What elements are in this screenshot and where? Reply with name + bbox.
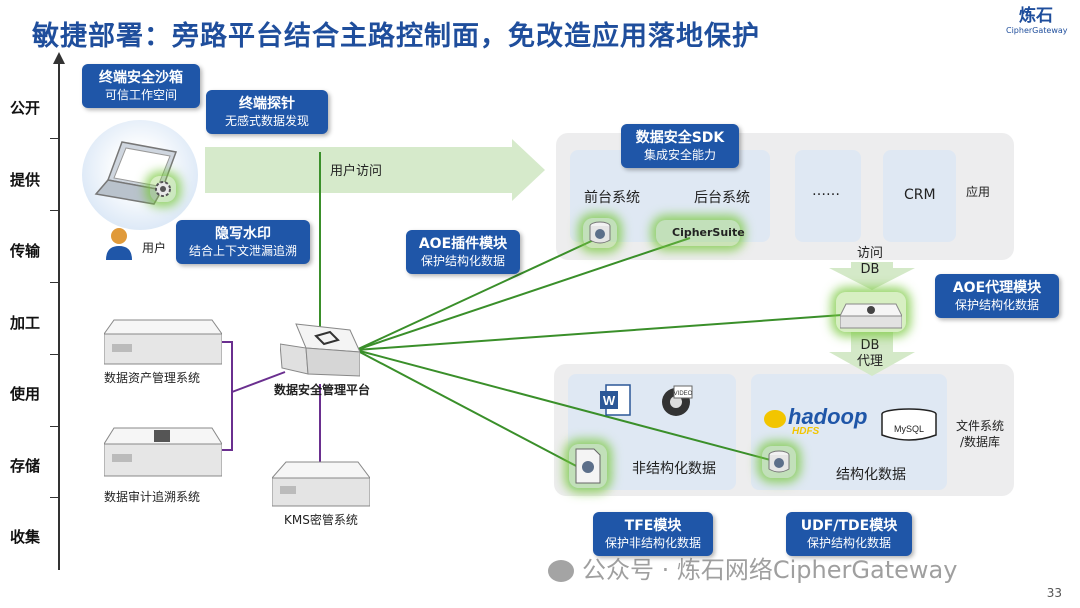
- crm-box: [883, 150, 956, 242]
- more-systems-box: [795, 150, 861, 242]
- axis-label-transfer: 传输: [10, 242, 41, 260]
- callout-terminal-probe: 终端探针 无感式数据发现: [206, 90, 328, 134]
- ciphersuite-label: CipherSuite: [672, 226, 745, 239]
- user-access-label: 用户访问: [330, 164, 383, 179]
- callout-data-security-sdk: 数据安全SDK 集成安全能力: [621, 124, 739, 168]
- line-asset-audit: [222, 341, 233, 451]
- gear-icon: [155, 181, 171, 197]
- lifecycle-axis: [58, 62, 60, 570]
- line-to-platform-left: [231, 371, 286, 393]
- callout-aoe-proxy: AOE代理模块 保护结构化数据: [935, 274, 1059, 318]
- app-side-label: 应用: [966, 185, 991, 199]
- svg-text:MySQL: MySQL: [894, 424, 924, 434]
- axis-tick: [50, 426, 60, 427]
- db-proxy-label: DB 代理: [857, 338, 884, 369]
- line-to-aoe-proxy: [355, 313, 857, 351]
- front-system-label: 前台系统: [584, 190, 640, 206]
- line-to-aoe-plugin: [355, 237, 599, 351]
- structured-data-label: 结构化数据: [836, 467, 906, 483]
- axis-tick: [50, 210, 60, 211]
- access-db-arrow: [829, 262, 915, 290]
- proxy-appliance-icon: [840, 303, 902, 329]
- logo-cn: 炼石: [1019, 6, 1053, 26]
- callout-aoe-plugin: AOE插件模块 保护结构化数据: [406, 230, 520, 274]
- word-document-icon: W: [600, 384, 631, 416]
- database-gear-icon: [768, 450, 790, 473]
- asset-management-label: 数据资产管理系统: [104, 371, 201, 385]
- line-to-udf: [355, 349, 779, 463]
- user-icon: [106, 228, 132, 260]
- logo-en: CipherGateway: [1006, 26, 1068, 35]
- svg-text:VIDEO: VIDEO: [674, 391, 693, 397]
- company-logo: 炼石 CipherGateway: [1006, 6, 1068, 36]
- back-system-label: 后台系统: [694, 190, 750, 206]
- axis-label-collect: 收集: [10, 528, 41, 546]
- asset-management-appliance-icon: [104, 319, 222, 365]
- axis-arrow-icon: [53, 52, 65, 64]
- audit-appliance-icon: [104, 427, 222, 477]
- access-db-label: 访问 DB: [857, 246, 884, 277]
- user-access-arrow: [205, 139, 545, 201]
- wechat-watermark: 公众号 · 炼石网络CipherGateway: [548, 550, 957, 585]
- svg-text:W: W: [603, 393, 616, 408]
- callout-tfe: TFE模块 保护非结构化数据: [593, 512, 713, 556]
- callout-udf-tde: UDF/TDE模块 保护结构化数据: [786, 512, 912, 556]
- line-to-tfe: [355, 349, 581, 469]
- axis-label-store: 存储: [10, 457, 41, 475]
- axis-label-use: 使用: [10, 385, 41, 403]
- storage-side-label: 文件系统 /数据库: [956, 419, 1005, 449]
- file-gear-icon: [575, 448, 601, 484]
- kms-label: KMS密管系统: [284, 513, 358, 527]
- hadoop-elephant-icon: [764, 410, 786, 428]
- security-platform-appliance-icon: [280, 323, 360, 377]
- axis-tick: [50, 138, 60, 139]
- axis-label-process: 加工: [10, 314, 41, 332]
- callout-stego-watermark: 隐写水印 结合上下文泄漏追溯: [176, 220, 310, 264]
- callout-terminal-sandbox: 终端安全沙箱 可信工作空间: [82, 64, 200, 108]
- video-icon: VIDEO: [662, 385, 693, 416]
- hadoop-logo: hadoop HDFS: [764, 404, 872, 440]
- kms-appliance-icon: [272, 461, 370, 507]
- page-title: 敏捷部署：旁路平台结合主路控制面，免改造应用落地保护: [32, 21, 760, 52]
- user-label: 用户: [142, 241, 167, 255]
- wechat-icon: [548, 560, 574, 582]
- db-proxy-arrow: [829, 332, 915, 376]
- axis-tick: [50, 497, 60, 498]
- more-systems-label: ……: [812, 183, 840, 199]
- security-platform-label: 数据安全管理平台: [274, 383, 371, 397]
- mysql-database-icon: MySQL: [881, 408, 937, 441]
- audit-label: 数据审计追溯系统: [104, 490, 201, 504]
- axis-tick: [50, 282, 60, 283]
- page-number: 33: [1046, 586, 1062, 600]
- ciphersuite-glow: [656, 220, 740, 246]
- line-to-ciphersuite: [355, 237, 691, 351]
- axis-tick: [50, 354, 60, 355]
- laptop-icon: [94, 141, 178, 205]
- axis-label-public: 公开: [10, 99, 41, 117]
- crm-label: CRM: [904, 187, 936, 203]
- axis-label-provide: 提供: [10, 171, 41, 189]
- unstructured-data-label: 非结构化数据: [632, 461, 716, 477]
- database-gear-icon: [589, 221, 611, 244]
